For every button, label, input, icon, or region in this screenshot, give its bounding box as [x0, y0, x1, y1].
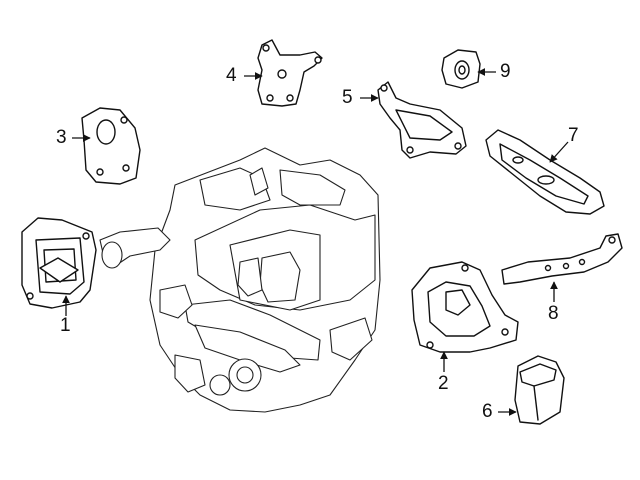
callout-1-label: 1 [60, 315, 71, 336]
callout-lines [62, 68, 569, 416]
part-8-support-bar [501, 233, 623, 285]
part-9-bushing [441, 49, 481, 89]
callout-8-label: 8 [548, 303, 559, 324]
callout-3-label: 3 [56, 127, 67, 148]
part-1-engine-mount-left [21, 217, 97, 309]
callout-7-label: 7 [568, 125, 579, 146]
callout-5-label: 5 [342, 87, 353, 108]
callout-4-label: 4 [226, 65, 237, 86]
part-7-crossmember [485, 129, 605, 215]
callout-7-line [549, 141, 569, 163]
part-5-angled-bracket [377, 81, 467, 159]
callout-6-label: 6 [482, 401, 493, 422]
part-4-upper-bracket [257, 39, 323, 107]
callout-2-label: 2 [438, 373, 449, 394]
engine-block [99, 147, 381, 413]
callout-9-label: 9 [500, 61, 511, 82]
part-6-mount-cover [514, 355, 565, 425]
part-3-bracket-plate [81, 107, 141, 185]
part-2-engine-mount-right [411, 261, 519, 353]
